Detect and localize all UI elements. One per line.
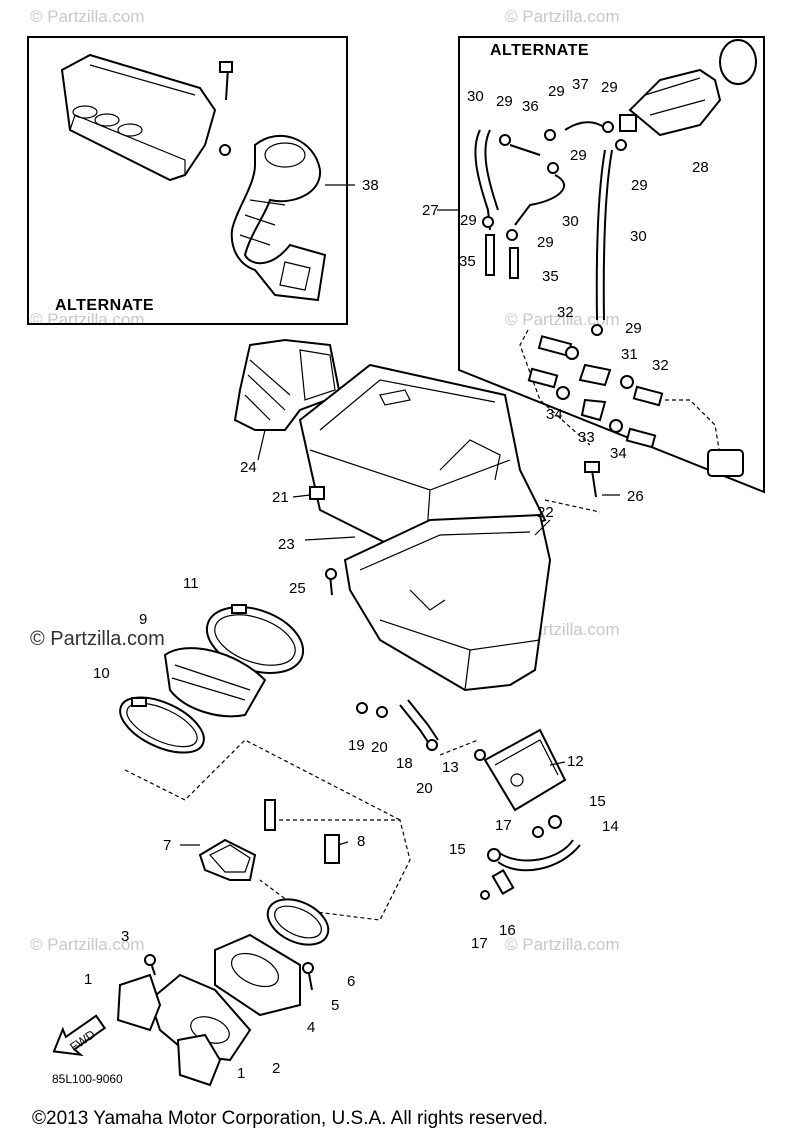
callout-29-a: 29 [496, 93, 513, 110]
callout-23: 23 [278, 536, 295, 553]
alternate-label-right: ALTERNATE [490, 42, 589, 59]
callout-31: 31 [621, 346, 638, 363]
leader-lines [180, 184, 620, 846]
callout-33: 33 [578, 429, 595, 446]
callout-36: 36 [522, 98, 539, 115]
air-box [298, 363, 601, 692]
intake-duct [233, 338, 342, 431]
callout-37: 37 [572, 76, 589, 93]
watermark-mid-right: © Partzilla.com [505, 310, 620, 329]
callout-24: 24 [240, 459, 257, 476]
callout-15-b: 15 [449, 841, 466, 858]
callout-30-a: 30 [467, 88, 484, 105]
callout-1-a: 1 [84, 971, 92, 988]
callout-35-a: 35 [459, 253, 476, 270]
callout-5: 5 [331, 997, 339, 1014]
callout-15-a: 15 [589, 793, 606, 810]
callout-11: 11 [183, 575, 199, 592]
callout-34-a: 34 [546, 406, 563, 423]
watermark-top-left: © Partzilla.com [30, 7, 145, 26]
callout-13: 13 [442, 759, 459, 776]
intake-manifold-area [198, 799, 411, 921]
callout-12: 12 [567, 753, 584, 770]
callout-9: 9 [139, 611, 147, 628]
callout-29-c: 29 [601, 79, 618, 96]
callout-22: 22 [537, 504, 554, 521]
watermark-bottom-right: © Partzilla.com [505, 935, 620, 954]
callout-20-a: 20 [371, 739, 388, 756]
callout-25: 25 [289, 580, 306, 597]
callout-30-c: 30 [630, 228, 647, 245]
callout-27: 27 [422, 202, 439, 219]
callout-17-b: 17 [471, 935, 488, 952]
callout-16: 16 [499, 922, 516, 939]
callout-38: 38 [362, 177, 379, 194]
watermark-top-right: © Partzilla.com [505, 7, 620, 26]
callout-18: 18 [396, 755, 413, 772]
watermark-bottom-left: © Partzilla.com [30, 935, 145, 954]
callout-4: 4 [307, 1019, 315, 1036]
callout-6: 6 [347, 973, 355, 990]
callout-30-b: 30 [562, 213, 579, 230]
callout-1-b: 1 [237, 1065, 245, 1082]
callout-21: 21 [272, 489, 289, 506]
drawing-code: 85L100-9060 [52, 1072, 123, 1086]
callout-29-d: 29 [570, 147, 587, 164]
callout-17-a: 17 [495, 817, 512, 834]
callout-29-h: 29 [625, 320, 642, 337]
copyright-notice: ©2013 Yamaha Motor Corporation, U.S.A. A… [32, 1108, 548, 1129]
callout-19: 19 [348, 737, 365, 754]
callout-7: 7 [163, 837, 171, 854]
callout-8: 8 [357, 833, 365, 850]
alternate-box-left: ALTERNATE [27, 36, 348, 325]
callout-2: 2 [272, 1060, 280, 1077]
callout-32-b: 32 [652, 357, 669, 374]
callout-32-a: 32 [557, 304, 574, 321]
lower-intake: FWD [52, 898, 330, 1087]
callout-29-b: 29 [548, 83, 565, 100]
callout-28: 28 [692, 159, 709, 176]
callout-20-b: 20 [416, 780, 433, 797]
callout-26: 26 [627, 488, 644, 505]
callout-34-b: 34 [610, 445, 627, 462]
callout-10: 10 [93, 665, 110, 682]
carburetor-joint [119, 604, 401, 821]
callout-29-f: 29 [460, 212, 477, 229]
callout-14: 14 [602, 818, 619, 835]
callout-3: 3 [121, 928, 129, 945]
callout-29-e: 29 [631, 177, 648, 194]
fuel-pump-group [356, 699, 581, 900]
alternate-box-right: ALTERNATE [458, 36, 765, 494]
callouts: 38 27 30 29 36 29 37 29 29 29 28 29 30 3… [84, 76, 709, 1082]
alternate-label-left: ALTERNATE [55, 297, 154, 314]
callout-35-b: 35 [542, 268, 559, 285]
watermark-main: © Partzilla.com [30, 628, 165, 650]
callout-29-g: 29 [537, 234, 554, 251]
